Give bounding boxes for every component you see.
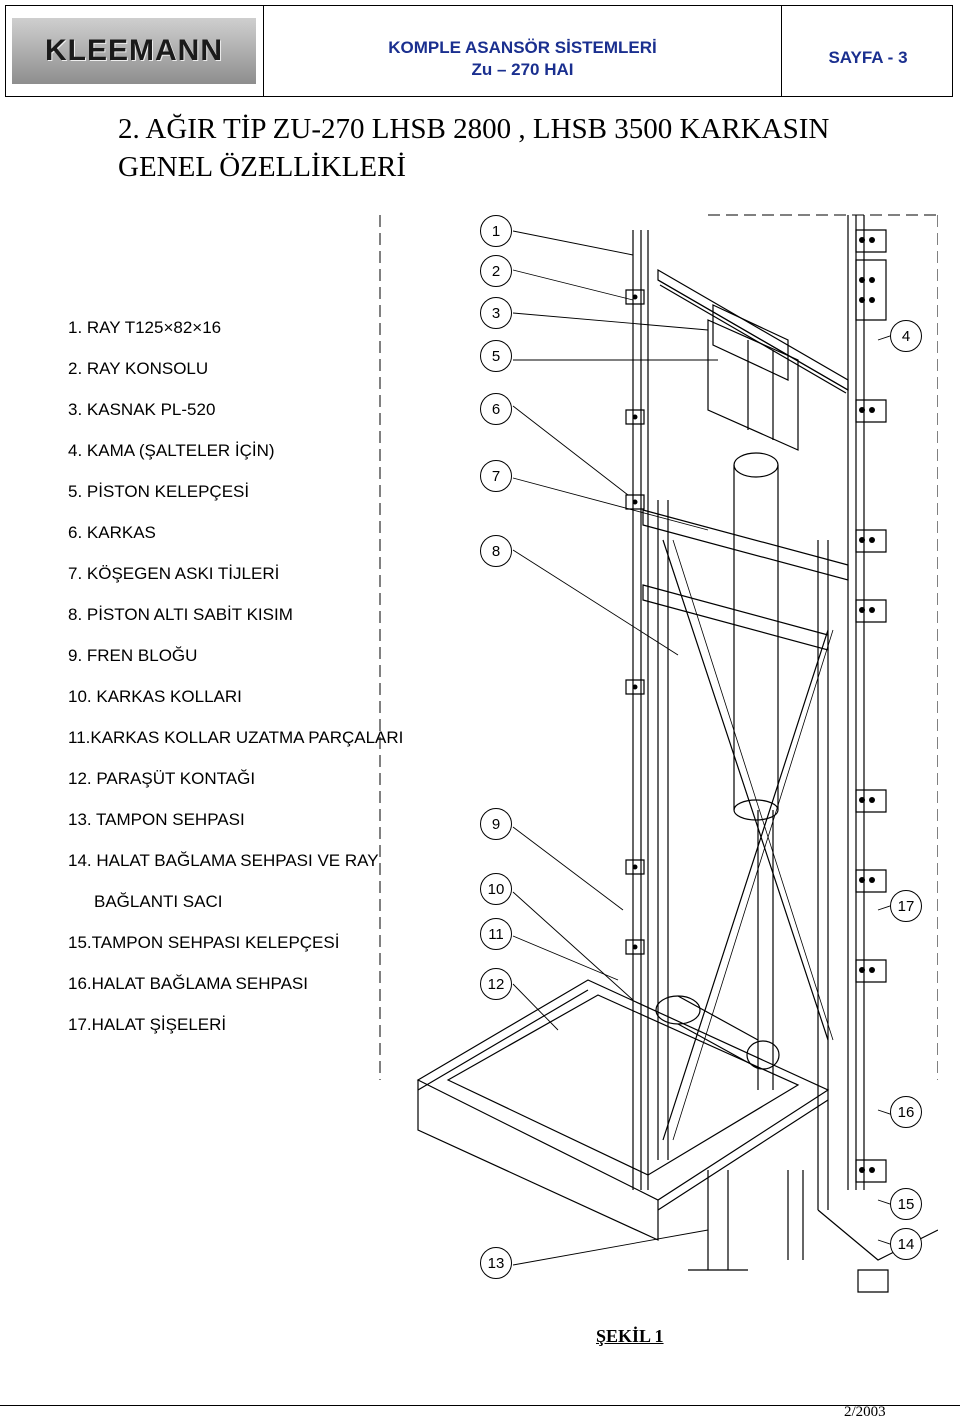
callout-6: 6 — [480, 393, 512, 425]
legend-item: 17.HALAT ŞİŞELERİ — [68, 1015, 227, 1034]
logo-cell: KLEEMANN — [6, 6, 264, 96]
legend-item: 8. PİSTON ALTI SABİT KISIM — [68, 605, 293, 624]
callout-10: 10 — [480, 873, 512, 905]
callout-9: 9 — [480, 808, 512, 840]
figure-caption: ŞEKİL 1 — [596, 1326, 664, 1346]
callout-11: 11 — [480, 918, 512, 950]
callout-2: 2 — [480, 255, 512, 287]
legend-item: 4. KAMA (ŞALTELER İÇİN) — [68, 441, 275, 460]
page-number-label: SAYFA - 3 — [828, 48, 908, 67]
callout-3: 3 — [480, 297, 512, 329]
legend-item: 13. TAMPON SEHPASI — [68, 810, 245, 829]
document-title-line1: KOMPLE ASANSÖR SİSTEMLERİ — [388, 38, 657, 57]
section-title-line2: GENEL ÖZELLİKLERİ — [118, 151, 407, 183]
legend-item: 12. PARAŞÜT KONTAĞI — [68, 769, 256, 788]
page-header: KLEEMANN KOMPLE ASANSÖR SİSTEMLERİ Zu – … — [5, 5, 953, 97]
kleemann-logo: KLEEMANN — [12, 18, 256, 84]
legend-item: 3. KASNAK PL-520 — [68, 400, 216, 419]
callout-7: 7 — [480, 460, 512, 492]
callout-4: 4 — [890, 320, 922, 352]
legend-item: 15.TAMPON SEHPASI KELEPÇESİ — [68, 933, 340, 952]
legend-item: 2. RAY KONSOLU — [68, 359, 209, 378]
legend-item: 10. KARKAS KOLLARI — [68, 687, 242, 706]
document-title-line2: Zu – 270 HAI — [471, 60, 574, 79]
legend-item: 5. PİSTON KELEPÇESİ — [68, 482, 250, 501]
legend-item-continuation: BAĞLANTI SACI — [94, 892, 223, 911]
callout-15: 15 — [890, 1188, 922, 1220]
legend-item: 1. RAY T125×82×16 — [68, 318, 222, 337]
callout-5: 5 — [480, 340, 512, 372]
logo-text: KLEEMANN — [45, 34, 223, 67]
legend-item: 9. FREN BLOĞU — [68, 646, 198, 665]
legend-item: 14. HALAT BAĞLAMA SEHPASI VE RAY — [68, 851, 379, 870]
footer-divider — [0, 1405, 960, 1406]
callout-8: 8 — [480, 535, 512, 567]
page-number: SAYFA - 3 — [782, 6, 954, 96]
legend-item: 16.HALAT BAĞLAMA SEHPASI — [68, 974, 308, 993]
section-title-line1: 2. AĞIR TİP ZU-270 LHSB 2800 , LHSB 3500… — [118, 113, 830, 145]
elevator-frame-drawing — [379, 214, 938, 1293]
section-title: 2. AĞIR TİP ZU-270 LHSB 2800 , LHSB 3500… — [118, 110, 918, 186]
callout-13: 13 — [480, 1247, 512, 1279]
legend-item: 7. KÖŞEGEN ASKI TİJLERİ — [68, 564, 280, 583]
callout-17: 17 — [890, 890, 922, 922]
callout-16: 16 — [890, 1096, 922, 1128]
callout-1: 1 — [480, 215, 512, 247]
callout-12: 12 — [480, 968, 512, 1000]
footer-date: 2/2003 — [844, 1404, 886, 1420]
legend-item: 11.KARKAS KOLLAR UZATMA PARÇALARI — [68, 728, 404, 747]
document-title: KOMPLE ASANSÖR SİSTEMLERİ Zu – 270 HAI — [264, 6, 782, 96]
callout-14: 14 — [890, 1228, 922, 1260]
legend-item: 6. KARKAS — [68, 523, 156, 542]
